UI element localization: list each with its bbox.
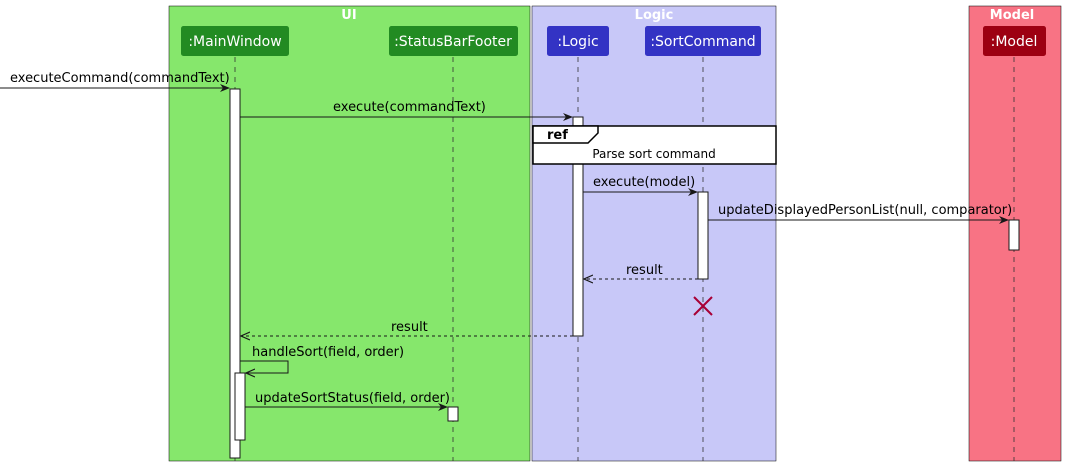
participant-statusbarfooter-box [389,26,518,56]
ref-frame-tag: ref [547,128,568,143]
activation-mainwindow-2 [234,372,246,441]
participant-logic: :Logic [547,26,609,56]
message-execute-commandtext: execute(commandText) [240,100,573,121]
message-result-to-logic-label: result [626,263,663,278]
activation-model [1008,219,1020,251]
participant-model-box [983,26,1046,56]
participant-mainwindow-box [181,26,289,56]
box-model-title: Model [990,8,1034,23]
activation-sortcommand [697,191,709,280]
participant-statusbarfooter-label: :StatusBarFooter [394,34,512,50]
participant-mainwindow-label: :MainWindow [188,34,281,50]
participant-sortcommand-label: :SortCommand [650,34,755,50]
activation-mainwindow-1 [229,88,241,459]
message-updatedisplayedpersonlist: updateDisplayedPersonList(null, comparat… [708,203,1012,224]
box-ui-title: UI [341,8,356,23]
box-logic-background [531,5,777,462]
message-execute-commandtext-label: execute(commandText) [333,100,486,115]
box-ui-background [168,5,531,462]
activation-statusbarfooter [447,406,459,422]
participant-statusbarfooter: :StatusBarFooter [389,26,518,56]
message-result-to-mainwindow-label: result [391,320,428,335]
box-logic-title: Logic [635,8,674,23]
box-model: Model [968,5,1062,462]
message-result-to-logic: result [584,263,698,279]
message-handlesort: handleSort(field, order) [240,345,404,373]
message-execute-model-label: execute(model) [593,175,695,190]
message-handlesort-label: handleSort(field, order) [252,345,404,360]
message-updatesortstatus-label: updateSortStatus(field, order) [255,391,450,406]
message-updatedisplayedpersonlist-label: updateDisplayedPersonList(null, comparat… [718,203,1012,218]
box-logic: Logic [531,5,777,462]
message-result-to-mainwindow: result [241,320,573,336]
message-handlesort-arrow [240,360,289,373]
activation-logic [572,116,584,337]
message-executecommand-label: executeCommand(commandText) [10,71,230,86]
message-updatesortstatus: updateSortStatus(field, order) [245,391,450,411]
ref-frame: ref Parse sort command [532,125,777,165]
participant-sortcommand: :SortCommand [645,26,761,56]
participant-model-label: :Model [991,34,1038,50]
participant-model: :Model [983,26,1046,56]
ref-frame-text: Parse sort command [592,147,715,161]
message-execute-model: execute(model) [583,175,698,196]
participant-mainwindow: :MainWindow [181,26,289,56]
ref-frame-tag-shape [532,125,599,144]
destroy-x-icon [693,296,713,316]
participant-sortcommand-box [645,26,761,56]
participant-logic-label: :Logic [557,34,598,50]
participant-logic-box [547,26,609,56]
box-ui: UI [168,5,531,462]
message-executecommand: executeCommand(commandText) [0,71,230,92]
